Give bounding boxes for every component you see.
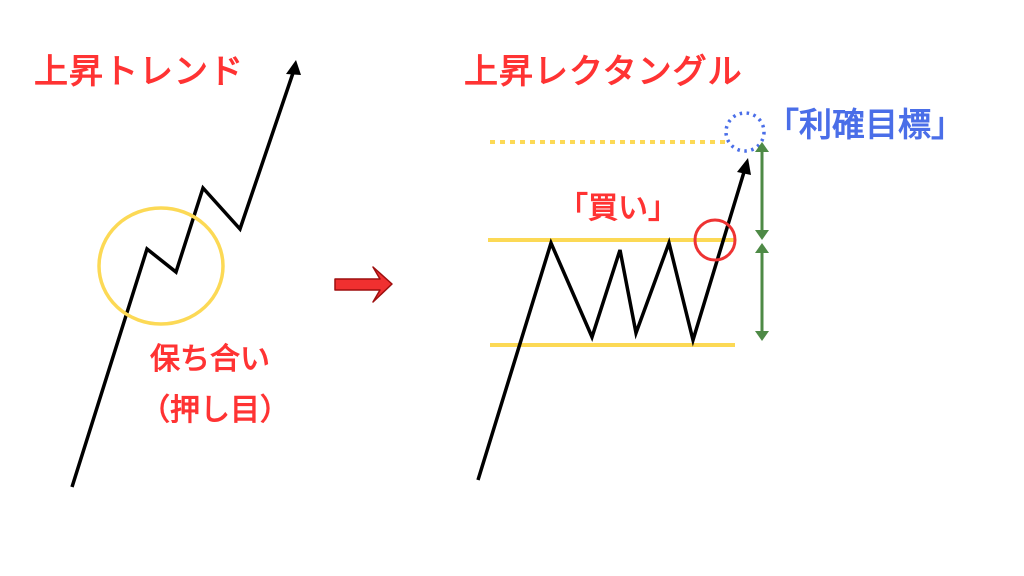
arrowhead-icon (737, 158, 751, 175)
consolidation-highlight-circle (97, 206, 225, 326)
buy-point-circle (693, 218, 737, 262)
take-profit-target-label: 「利確目標」 (766, 105, 964, 144)
range-measure-arrow-lower (755, 243, 769, 341)
left-title: 上昇トレンド (34, 52, 244, 92)
buy-label: 「買い」 (558, 191, 678, 226)
arrowhead-icon (286, 60, 301, 75)
right-arrow-icon (334, 266, 393, 303)
pullback-label: （押し目） (140, 393, 290, 428)
rectangle-price-line (476, 158, 751, 481)
left-uptrend-line (70, 60, 301, 488)
consolidation-label: 保ち合い (150, 342, 270, 377)
range-measure-arrow-upper (755, 142, 769, 240)
right-title: 上昇レクタングル (464, 52, 743, 92)
target-point-dotted-circle (724, 111, 766, 153)
